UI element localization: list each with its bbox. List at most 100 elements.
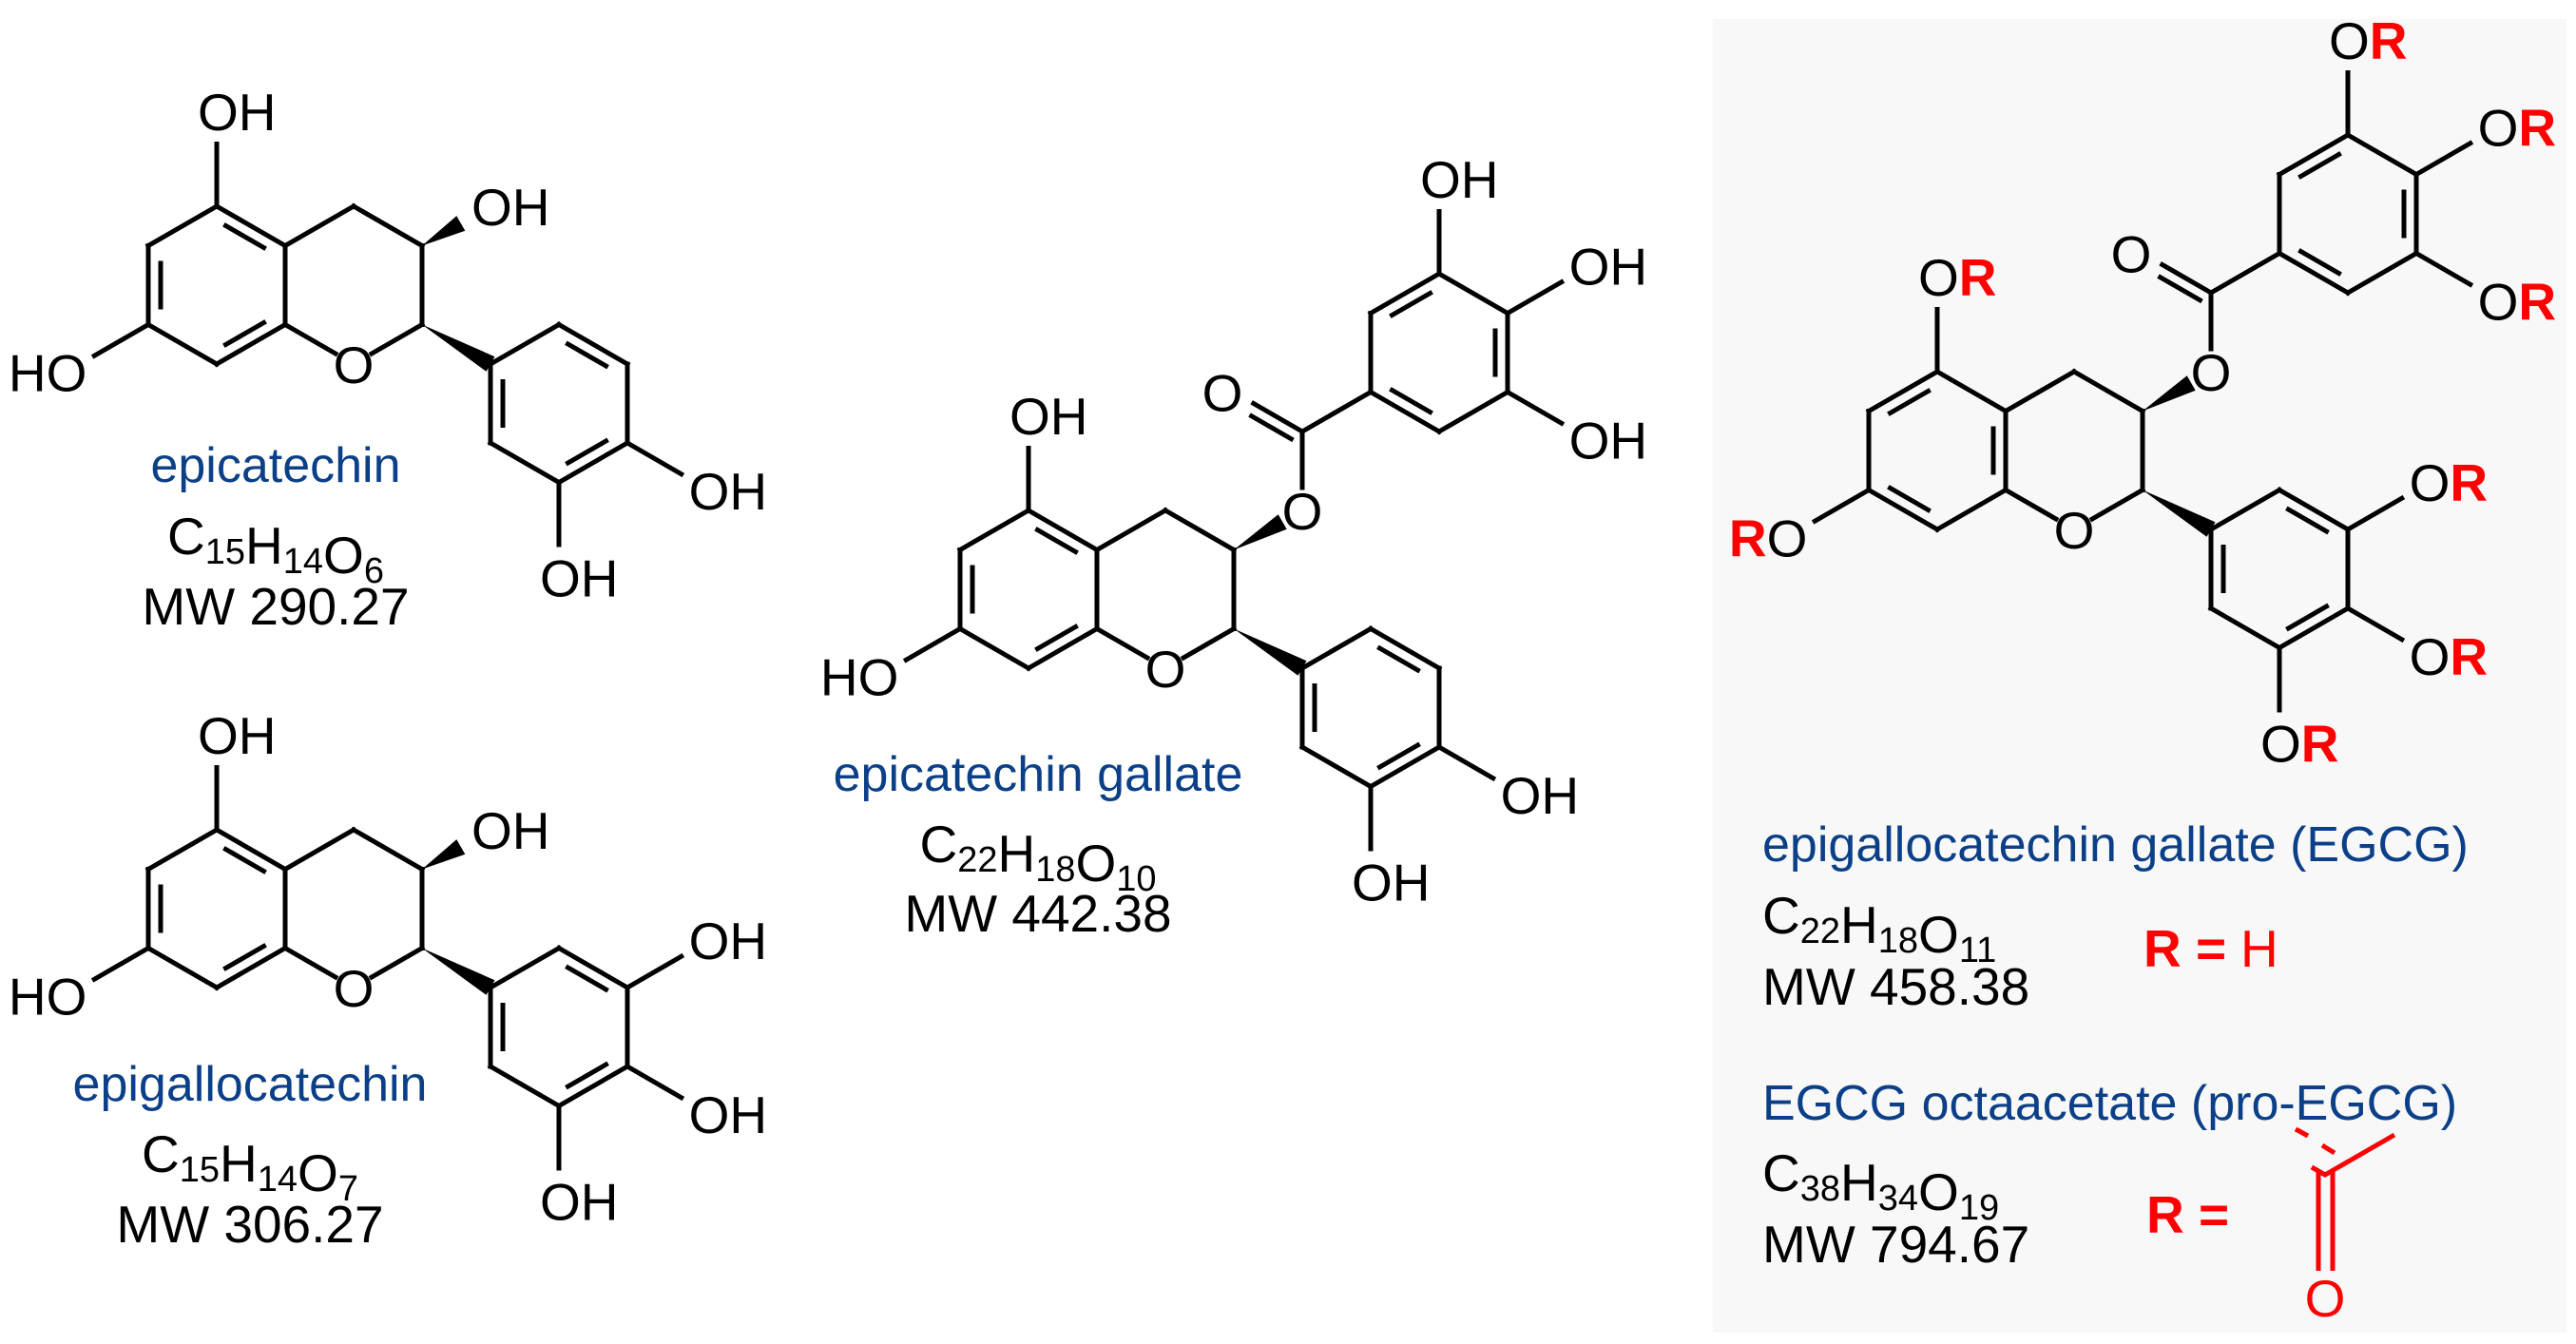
bond (350, 202, 426, 249)
bond (2276, 605, 2352, 651)
bond (350, 826, 426, 873)
bond (2002, 368, 2078, 414)
bond (1933, 368, 2009, 414)
bond (144, 826, 221, 873)
bond (902, 626, 962, 663)
double-bond-line (222, 943, 267, 971)
molecular-weight: MW 290.27 (142, 577, 409, 636)
compound-name: epicatechin (150, 438, 400, 493)
caption-pro-egcg: EGCG octaacetate (pro-EGCG) C38H34O19 MW… (1762, 1076, 2457, 1328)
atom-label: OH (540, 549, 619, 608)
bond (1933, 487, 2009, 533)
bond (1811, 488, 1871, 525)
atom-label: OH (198, 83, 277, 142)
bond (555, 945, 631, 991)
molecular-weight: MW 458.38 (1762, 957, 2029, 1016)
bond (1298, 389, 1375, 435)
bond (213, 945, 289, 991)
double-bond-line (1034, 527, 1079, 555)
bond (2276, 131, 2352, 178)
stereo-wedge-icon (422, 324, 495, 372)
double-bond-line (1376, 741, 1421, 771)
bond (1865, 368, 1941, 414)
bond (625, 952, 685, 990)
compound-name: epigallocatechin gallate (EGCG) (1762, 817, 2469, 873)
bond (2346, 605, 2406, 643)
molecular-formula: C38H34O19 (1762, 1143, 1999, 1228)
double-bond-line (1389, 290, 1433, 318)
atom-label: OH (540, 1173, 619, 1232)
double-bond-line (1376, 644, 1421, 674)
bond (281, 945, 339, 981)
bond (1180, 625, 1238, 662)
bond (144, 945, 221, 991)
atom-label: OR (2260, 715, 2339, 774)
bond (2088, 487, 2146, 523)
atom-label: OH (1501, 766, 1580, 825)
atom-label: OR (2329, 11, 2408, 70)
bond (625, 1064, 685, 1102)
bond (555, 1063, 631, 1109)
stereo-wedge-icon (1234, 628, 1307, 676)
atom-label: O (334, 336, 375, 394)
stereo-wedge-icon (1234, 514, 1287, 550)
atom-label: O (2191, 343, 2232, 402)
caption-egcg: epigallocatechin gallate (EGCG) C22H18O1… (1762, 817, 2469, 1016)
bond (1298, 743, 1375, 790)
atom-label: OH (689, 912, 768, 970)
bond (2414, 140, 2474, 177)
atom-label: O (1145, 640, 1186, 699)
egcg-highlight-panel (1713, 19, 2566, 1333)
bond (213, 202, 289, 249)
bond (1437, 744, 1497, 782)
double-bond-line (1248, 413, 1295, 443)
double-bond-line (565, 964, 609, 993)
stereo-wedge-icon (422, 216, 466, 246)
bond (487, 321, 563, 368)
bond (1025, 625, 1101, 672)
bond (1367, 743, 1443, 790)
atom-label: HO (9, 968, 87, 1027)
bond (1506, 278, 1566, 316)
stereo-wedge-icon (422, 948, 495, 995)
double-bond-line (1389, 387, 1433, 415)
bond (1435, 389, 1511, 435)
bond (487, 439, 563, 486)
double-bond-line (222, 846, 267, 874)
molecular-weight: MW 442.38 (904, 884, 1171, 943)
bond (956, 507, 1032, 553)
r-group-definition-label: R = (2146, 1185, 2229, 1244)
atom-label: OH (471, 178, 550, 237)
atom-label: HO (820, 648, 899, 707)
molecular-formula: C22H18O10 (919, 815, 1156, 899)
bond (1865, 487, 1941, 533)
compound-name: epigallocatechin (73, 1057, 428, 1112)
bond (1298, 625, 1375, 672)
bond (90, 322, 150, 359)
bond (555, 439, 631, 486)
bond (2414, 251, 2474, 288)
atom-label: O (2111, 225, 2152, 284)
caption-epicatechin-gallate: epicatechin gallate C22H18O10 MW 442.38 (834, 747, 1243, 943)
bond (1506, 390, 1566, 427)
double-bond-line (1887, 485, 1932, 513)
atom-label: OH (689, 1085, 768, 1144)
bond (144, 321, 221, 368)
bond (1093, 507, 1169, 553)
atom-label: OH (1569, 412, 1648, 470)
double-bond-line (565, 437, 609, 467)
atom-label: OH (471, 801, 550, 860)
atom-label: OH (198, 706, 277, 765)
atom-label: HO (9, 344, 87, 403)
r-group-definition-label: R = (2143, 919, 2226, 978)
atom-label: OH (1352, 854, 1431, 912)
bond (2344, 131, 2420, 178)
bond (2070, 368, 2146, 414)
bond (2276, 487, 2352, 533)
bond (625, 440, 685, 478)
bond (2207, 487, 2283, 533)
bond (213, 321, 289, 368)
bond (281, 321, 339, 357)
